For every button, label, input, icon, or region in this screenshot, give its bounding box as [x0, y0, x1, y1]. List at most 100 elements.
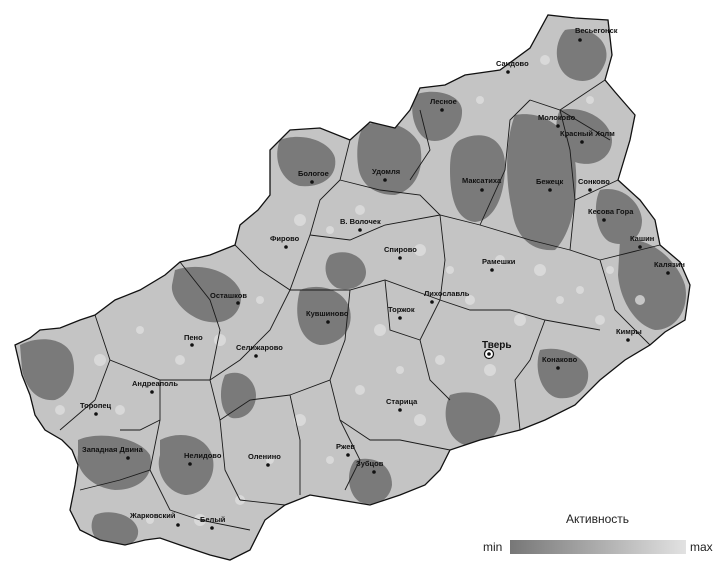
region-outline	[14, 14, 691, 561]
town-6-dot	[480, 188, 484, 192]
town-33-label: Зубцов	[356, 459, 384, 468]
town-18[interactable]: Осташков	[210, 291, 247, 305]
town-31[interactable]: Оленино	[248, 452, 281, 467]
district-borders	[59, 79, 661, 531]
town-23[interactable]: Пено	[184, 333, 203, 347]
town-33-dot	[372, 470, 376, 474]
town-29[interactable]: Западная Двина	[82, 445, 144, 460]
town-21-dot	[398, 316, 402, 320]
town-18-label: Осташков	[210, 291, 247, 300]
town-20-label: Кувшиново	[306, 309, 349, 318]
town-21[interactable]: Торжок	[388, 305, 415, 320]
town-22[interactable]: Кимры	[616, 327, 642, 342]
town-20-dot	[326, 320, 330, 324]
town-15-label: Фирово	[270, 234, 300, 243]
town-4[interactable]: Молоково	[538, 113, 576, 128]
town-21-label: Торжок	[388, 305, 415, 314]
capital-label: Тверь	[482, 340, 512, 351]
town-7-label: Бежецк	[536, 177, 563, 186]
town-16[interactable]: Рамешки	[482, 257, 516, 272]
town-14[interactable]: Кашин	[630, 234, 654, 249]
town-3-dot	[440, 108, 444, 112]
town-33[interactable]: Зубцов	[356, 459, 384, 474]
town-27-label: Торопец	[80, 401, 112, 410]
town-31-dot	[266, 463, 270, 467]
town-1[interactable]: Весьегонск	[575, 26, 618, 42]
town-25[interactable]: Конаково	[542, 355, 578, 370]
town-34-label: Жарковский	[129, 511, 176, 520]
town-3[interactable]: Лесное	[430, 97, 457, 112]
town-16-dot	[490, 268, 494, 272]
town-12-label: В. Волочек	[340, 217, 381, 226]
legend-min-label: min	[483, 540, 503, 554]
town-15-dot	[284, 245, 288, 249]
town-12-dot	[358, 228, 362, 232]
town-35[interactable]: Белый	[200, 515, 226, 530]
town-11[interactable]: Кесова Гора	[588, 207, 634, 222]
town-12[interactable]: В. Волочек	[340, 217, 381, 232]
speckle-texture	[55, 55, 645, 526]
town-34[interactable]: Жарковский	[129, 511, 180, 527]
legend-gradient-bar	[510, 540, 686, 554]
town-30[interactable]: Нелидово	[184, 451, 222, 466]
town-30-dot	[188, 462, 192, 466]
town-9-label: Бологое	[298, 169, 329, 178]
town-8-dot	[383, 178, 387, 182]
town-5[interactable]: Красный Холм	[560, 129, 615, 144]
town-25-dot	[556, 366, 560, 370]
town-30-label: Нелидово	[184, 451, 222, 460]
town-1-dot	[578, 38, 582, 42]
town-7[interactable]: Бежецк	[536, 177, 563, 192]
town-16-label: Рамешки	[482, 257, 516, 266]
town-13[interactable]: Спирово	[384, 245, 417, 260]
region-body	[14, 14, 691, 561]
town-22-label: Кимры	[616, 327, 642, 336]
town-2-label: Сандово	[496, 59, 529, 68]
town-3-label: Лесное	[430, 97, 457, 106]
town-15[interactable]: Фирово	[270, 234, 300, 249]
town-25-label: Конаково	[542, 355, 578, 364]
town-14-label: Кашин	[630, 234, 654, 243]
town-17[interactable]: Калязин	[654, 260, 685, 275]
town-5-label: Красный Холм	[560, 129, 615, 138]
town-29-label: Западная Двина	[82, 445, 144, 454]
town-6[interactable]: Максатиха	[462, 176, 502, 192]
town-17-dot	[666, 271, 670, 275]
town-10-label: Сонково	[578, 177, 610, 186]
legend-title: Активность	[566, 512, 630, 526]
town-6-label: Максатиха	[462, 176, 502, 185]
town-28[interactable]: Старица	[386, 397, 418, 412]
town-19-dot	[430, 300, 434, 304]
legend-max-label: max	[690, 540, 713, 554]
town-1-label: Весьегонск	[575, 26, 618, 35]
town-23-dot	[190, 343, 194, 347]
town-22-dot	[626, 338, 630, 342]
town-32[interactable]: Ржев	[336, 442, 355, 457]
town-10[interactable]: Сонково	[578, 177, 610, 192]
town-31-label: Оленино	[248, 452, 281, 461]
town-27-dot	[94, 412, 98, 416]
capital-marker[interactable]: Тверь	[482, 340, 512, 360]
town-26[interactable]: Андреаполь	[132, 379, 178, 394]
town-9[interactable]: Бологое	[298, 169, 329, 184]
town-24-label: Селижарово	[236, 343, 283, 352]
town-19-label: Лихославль	[424, 289, 470, 298]
town-9-dot	[310, 180, 314, 184]
town-19[interactable]: Лихославль	[424, 289, 470, 304]
town-2[interactable]: Сандово	[496, 59, 529, 74]
town-20[interactable]: Кувшиново	[306, 309, 349, 324]
town-11-label: Кесова Гора	[588, 207, 634, 216]
town-27[interactable]: Торопец	[80, 401, 112, 416]
town-7-dot	[548, 188, 552, 192]
town-8[interactable]: Удомля	[372, 167, 400, 182]
town-14-dot	[638, 245, 642, 249]
town-29-dot	[126, 456, 130, 460]
town-17-label: Калязин	[654, 260, 685, 269]
high-activity-zones	[20, 29, 686, 547]
town-28-dot	[398, 408, 402, 412]
town-26-label: Андреаполь	[132, 379, 178, 388]
town-24[interactable]: Селижарово	[236, 343, 283, 358]
town-32-label: Ржев	[336, 442, 355, 451]
town-13-dot	[398, 256, 402, 260]
